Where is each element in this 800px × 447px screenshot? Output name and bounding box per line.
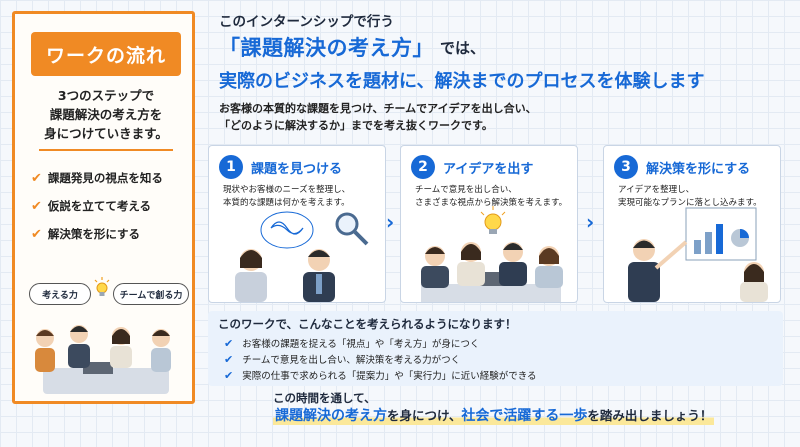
- footer-text: を身につけ、: [387, 408, 462, 423]
- step-card-1: 1 課題を見つける 現状やお客様のニーズを整理し、 本質的な課題は何かを考えます…: [208, 145, 386, 303]
- left-point-item: ✔ 課題発見の視点を知る: [31, 164, 193, 192]
- left-panel-title: ワークの流れ: [31, 32, 181, 76]
- headline-row: 「課題解決の考え方」 では、: [219, 32, 485, 62]
- headline-accent: 「課題解決の考え方」: [219, 36, 434, 60]
- step-header: 3 解決策を形にする: [614, 154, 750, 180]
- skill-tags: 考える力 チームで創る力: [27, 277, 189, 307]
- left-divider: [39, 149, 173, 151]
- step-title: 解決策を形にする: [646, 161, 751, 177]
- description-line: 「どのように解決するか」までを考え抜くワークです。: [219, 119, 493, 132]
- outcome-item: ✔ 実際の仕事で求められる「提案力」や「実行力」に近い経験ができる: [224, 367, 537, 383]
- step-3-illustration: [628, 207, 768, 302]
- outcome-title: このワークで、こんなことを考えられるようになります！: [218, 317, 517, 331]
- outcome-item: ✔ チームで意見を出し合い、解決策を考える力がつく: [224, 351, 537, 367]
- left-point-label: 仮説を立てて考える: [47, 199, 152, 213]
- outcome-box: このワークで、こんなことを考えられるようになります！ ✔ お客様の課題を捉える「視…: [208, 311, 783, 386]
- left-intro-line: 課題解決の考え方を: [49, 107, 163, 122]
- step-description: チームで意見を出し合い、 さまざまな視点から解決策を考えます。: [415, 184, 575, 210]
- footer-highlight: 課題解決の考え方: [275, 408, 387, 424]
- check-icon: ✔: [31, 170, 42, 186]
- step-number-badge: 1: [219, 155, 243, 179]
- step-number-badge: 2: [411, 155, 435, 179]
- step-description-line: 実現可能なプランに落とし込みます。: [618, 198, 762, 208]
- description: お客様の本質的な課題を見つけ、チームでアイデアを出し合い、 「どのように解決する…: [219, 100, 537, 134]
- outcome-item-label: お客様の課題を捉える「視点」や「考え方」が身につく: [242, 339, 480, 350]
- team-meeting-illustration: [35, 325, 171, 394]
- left-intro-line: 身につけていきます。: [44, 126, 168, 141]
- step-number-badge: 3: [614, 155, 638, 179]
- outcome-item-label: チームで意見を出し合い、解決策を考える力がつく: [242, 355, 461, 366]
- step-1-illustration: [235, 211, 369, 302]
- outcome-list: ✔ お客様の課題を捉える「視点」や「考え方」が身につく ✔ チームで意見を出し合い、…: [224, 335, 537, 383]
- intro-subheadline: このインターンシップで行う: [219, 14, 394, 30]
- outcome-item: ✔ お客様の課題を捉える「視点」や「考え方」が身につく: [224, 335, 537, 351]
- footer-line-1: この時間を通して、: [273, 391, 376, 405]
- left-point-item: ✔ 仮説を立てて考える: [31, 192, 193, 220]
- chevron-right-icon: ›: [386, 210, 395, 234]
- footer-text: を踏み出しましょう！: [587, 408, 713, 423]
- step-description-line: チームで意見を出し合い、: [415, 185, 517, 195]
- step-description: アイデアを整理し、 実現可能なプランに落とし込みます。: [618, 184, 778, 210]
- step-description-line: さまざまな視点から解決策を考えます。: [415, 198, 568, 208]
- check-icon: ✔: [224, 352, 234, 366]
- step-2-illustration: [421, 206, 563, 302]
- left-point-item: ✔ 解決策を形にする: [31, 220, 193, 248]
- left-points-list: ✔ 課題発見の視点を知る ✔ 仮説を立てて考える ✔ 解決策を形にする: [31, 164, 193, 248]
- bar-chart-icon: [685, 207, 757, 261]
- lightbulb-icon: [480, 206, 506, 234]
- step-title: アイデアを出す: [443, 161, 534, 177]
- step-card-2: 2 アイデアを出す チームで意見を出し合い、 さまざまな視点から解決策を考えます…: [400, 145, 578, 303]
- check-icon: ✔: [31, 198, 42, 214]
- step-header: 1 課題を見つける: [219, 154, 342, 180]
- step-title: 課題を見つける: [251, 161, 343, 177]
- headline-main: 実際のビジネスを題材に、解決までのプロセスを体験します: [219, 71, 705, 92]
- check-icon: ✔: [31, 226, 42, 242]
- description-line: お客様の本質的な課題を見つけ、チームでアイデアを出し合い、: [219, 102, 537, 115]
- check-icon: ✔: [224, 336, 234, 350]
- left-intro-line: 3つのステップで: [57, 88, 155, 103]
- chevron-right-icon: ›: [586, 210, 595, 234]
- headline-suffix: では、: [440, 38, 486, 57]
- step-description-line: 現状やお客様のニーズを整理し、: [223, 185, 351, 195]
- lightbulb-icon: [94, 277, 110, 296]
- step-description: 現状やお客様のニーズを整理し、 本質的な課題は何かを考えます。: [223, 184, 383, 210]
- footer-line-2: 課題解決の考え方を身につけ、社会で活躍する一歩を踏み出しましょう！: [273, 405, 715, 425]
- left-point-label: 課題発見の視点を知る: [47, 171, 163, 185]
- footer-highlight: 社会で活躍する一歩: [461, 408, 588, 424]
- check-icon: ✔: [224, 368, 234, 382]
- left-point-label: 解決策を形にする: [47, 227, 141, 241]
- step-description-line: アイデアを整理し、: [618, 185, 695, 195]
- step-header: 2 アイデアを出す: [411, 154, 533, 180]
- outcome-item-label: 実際の仕事で求められる「提案力」や「実行力」に近い経験ができる: [242, 371, 537, 382]
- step-description-line: 本質的な課題は何かを考えます。: [223, 198, 350, 208]
- left-panel: ワークの流れ 3つのステップで 課題解決の考え方を 身につけていきます。 ✔ 課題…: [12, 11, 195, 404]
- magnifier-icon: [335, 212, 359, 236]
- tag-team-create: チームで創る力: [113, 283, 189, 305]
- tag-think: 考える力: [29, 283, 91, 305]
- step-card-3: 3 解決策を形にする アイデアを整理し、 実現可能なプランに落とし込みます。: [603, 145, 781, 303]
- left-intro: 3つのステップで 課題解決の考え方を 身につけていきます。: [31, 86, 181, 143]
